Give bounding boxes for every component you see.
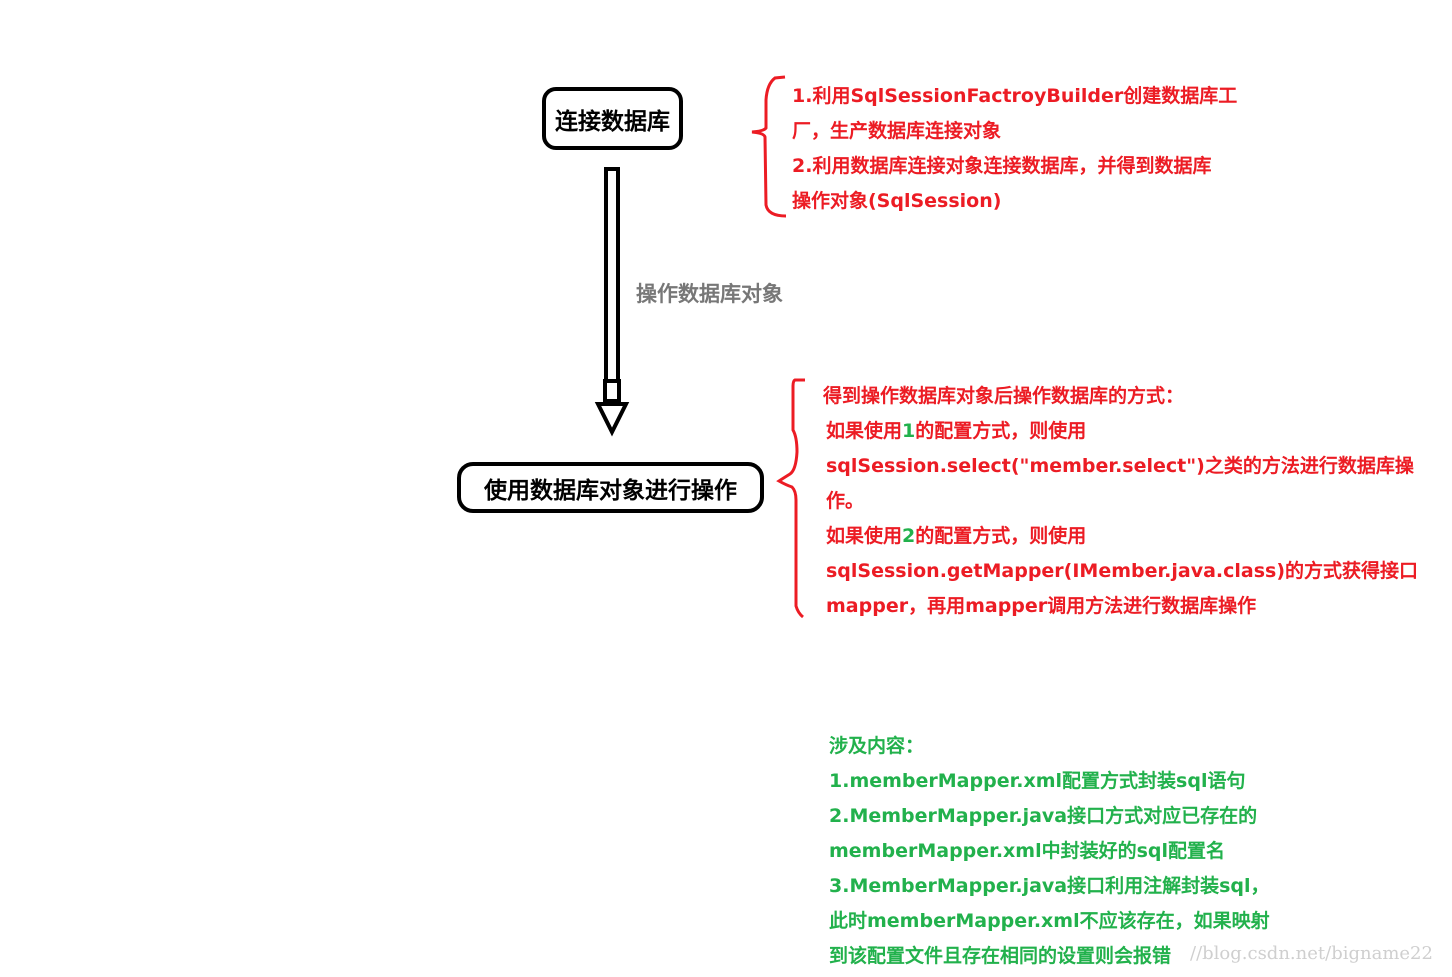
note-line: 3.MemberMapper.java接口利用注解封装sql， xyxy=(829,875,1270,897)
note-line: 1.利用SqlSessionFactroyBuilder创建数据库工 xyxy=(792,85,1238,107)
note-title: 涉及内容： xyxy=(829,735,925,757)
node-label: 使用数据库对象进行操作 xyxy=(484,477,737,504)
note-line: mapper，再用mapper调用方法进行数据库操作 xyxy=(826,595,1257,617)
note-line: 2.利用数据库连接对象连接数据库，并得到数据库 xyxy=(792,155,1212,177)
note-line: 如果使用1的配置方式，则使用 xyxy=(823,414,1418,449)
option1-suffix: 的配置方式，则使用 xyxy=(915,420,1087,442)
note-line: 操作对象(SqlSession) xyxy=(792,190,1002,212)
operate-note: 得到操作数据库对象后操作数据库的方式： 如果使用1的配置方式，则使用 sqlSe… xyxy=(823,379,1418,624)
note-line: 此时memberMapper.xml不应该存在，如果映射 xyxy=(829,910,1270,932)
note-line: 厂，生产数据库连接对象 xyxy=(792,120,1002,142)
note-line: 2.MemberMapper.java接口方式对应已存在的 xyxy=(829,805,1258,827)
node-connect-database: 连接数据库 xyxy=(542,87,683,150)
node-label: 连接数据库 xyxy=(555,108,670,135)
watermark: //blog.csdn.net/bigname22 xyxy=(1190,943,1433,964)
node-operate-database: 使用数据库对象进行操作 xyxy=(457,462,764,513)
option2-number: 2 xyxy=(902,525,916,547)
connect-note: 1.利用SqlSessionFactroyBuilder创建数据库工 厂，生产数… xyxy=(792,79,1237,219)
note-line: 作。 xyxy=(826,490,865,512)
brace-icon-top xyxy=(751,75,787,218)
note-title: 得到操作数据库对象后操作数据库的方式： xyxy=(823,385,1185,407)
option2-suffix: 的配置方式，则使用 xyxy=(915,525,1087,547)
edge-label: 操作数据库对象 xyxy=(636,282,783,306)
scope-note: 涉及内容： 1.memberMapper.xml配置方式封装sql语句 2.Me… xyxy=(829,729,1270,974)
down-arrow-icon xyxy=(594,167,630,437)
note-line: sqlSession.getMapper(IMember.java.class)… xyxy=(826,560,1419,582)
note-line: memberMapper.xml中封装好的sql配置名 xyxy=(829,840,1226,862)
note-line: sqlSession.select("member.select")之类的方法进… xyxy=(826,455,1414,477)
option2-prefix: 如果使用 xyxy=(826,525,903,547)
note-line: 1.memberMapper.xml配置方式封装sql语句 xyxy=(829,770,1246,792)
brace-icon-middle xyxy=(776,378,805,619)
note-line: 到该配置文件且存在相同的设置则会报错 xyxy=(829,945,1172,967)
option1-number: 1 xyxy=(902,420,916,442)
note-line: 如果使用2的配置方式，则使用 xyxy=(823,519,1418,554)
option1-prefix: 如果使用 xyxy=(826,420,903,442)
